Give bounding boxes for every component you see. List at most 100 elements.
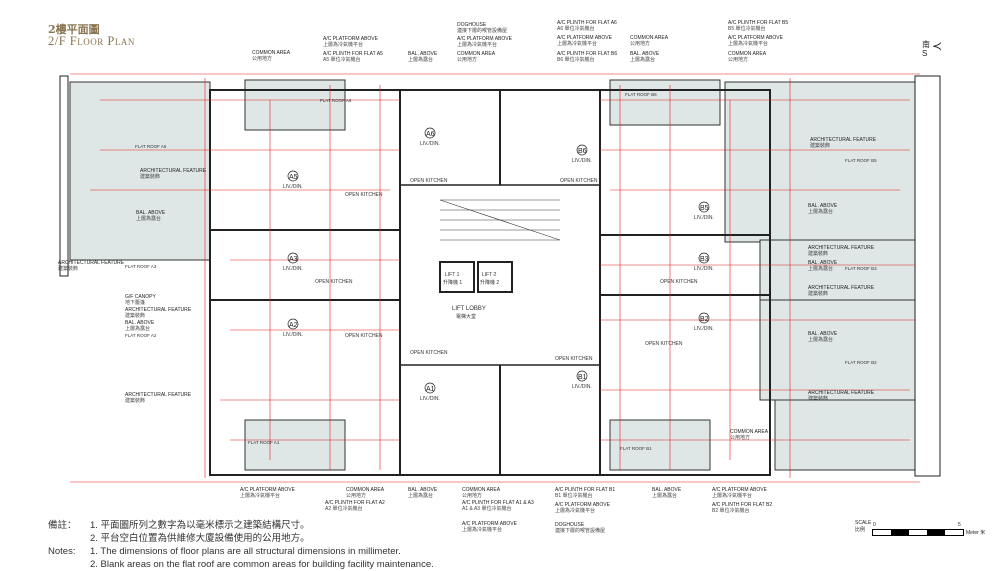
svg-text:電梯大堂: 電梯大堂 [456, 313, 476, 320]
unit-labels: A6 B6 A5 B5 A3 B3 A2 B2 A1 B1 [287, 127, 710, 394]
room-labels: LIV./DIN. LIV./DIN. LIV./DIN. LIV./DIN. … [283, 141, 714, 402]
dimension-lines [70, 73, 920, 483]
flat-roof-labels: FLAT ROOF A6 FLAT ROOF B6 FLAT ROOF A5 F… [125, 92, 877, 451]
svg-text:LIV./DIN.: LIV./DIN. [572, 384, 592, 390]
flat-roofs [69, 79, 916, 471]
svg-text:A2: A2 [289, 322, 298, 329]
svg-text:FLAT ROOF A3: FLAT ROOF A3 [125, 264, 157, 269]
svg-text:A6: A6 [426, 131, 435, 138]
scale: SCALE 比例 [855, 520, 871, 533]
svg-text:OPEN KITCHEN: OPEN KITCHEN [555, 356, 593, 362]
svg-text:FLAT ROOF B2: FLAT ROOF B2 [845, 360, 877, 365]
svg-text:FLAT ROOF A6: FLAT ROOF A6 [320, 98, 352, 103]
unit-A6: A6 [424, 127, 436, 139]
north-cn: 南 [922, 40, 930, 49]
svg-text:LIV./DIN.: LIV./DIN. [694, 266, 714, 272]
svg-text:升降機 2: 升降機 2 [480, 279, 499, 286]
unit-A2: A2 [287, 318, 299, 330]
svg-text:LIFT 2: LIFT 2 [482, 272, 497, 278]
note-cn-2: 2. 平台空白位置為供維修大廈設備使用的公用地方。 [90, 533, 310, 544]
svg-text:LIV./DIN.: LIV./DIN. [420, 396, 440, 402]
staircase [439, 199, 561, 241]
svg-text:FLAT ROOF B6: FLAT ROOF B6 [625, 92, 657, 97]
unit-B2: B2 [698, 312, 710, 324]
svg-text:OPEN KITCHEN: OPEN KITCHEN [410, 350, 448, 356]
scale-bar [872, 529, 964, 536]
unit-B3: B3 [698, 252, 710, 264]
title-en: 2/F Floor Plan [48, 34, 135, 48]
svg-text:B2: B2 [700, 316, 709, 323]
svg-text:LIV./DIN.: LIV./DIN. [283, 332, 303, 338]
arrow-icon: ≺ [932, 39, 943, 53]
unit-A5: A5 [287, 170, 299, 182]
svg-text:A3: A3 [289, 256, 298, 263]
note-en-1: 1. The dimensions of floor plans are all… [90, 546, 401, 557]
svg-text:A5: A5 [289, 174, 298, 181]
svg-text:FLAT ROOF B1: FLAT ROOF B1 [620, 446, 652, 451]
notes-en-label: Notes: [48, 546, 76, 557]
svg-text:OPEN KITCHEN: OPEN KITCHEN [345, 333, 383, 339]
svg-text:LIV./DIN.: LIV./DIN. [420, 141, 440, 147]
scale-label: SCALE [855, 520, 872, 526]
svg-text:B5: B5 [700, 205, 709, 212]
svg-text:OPEN KITCHEN: OPEN KITCHEN [315, 279, 353, 285]
svg-text:OPEN KITCHEN: OPEN KITCHEN [410, 178, 448, 184]
svg-text:FLAT ROOF A1: FLAT ROOF A1 [248, 440, 280, 445]
unit-B1: B1 [576, 370, 588, 382]
svg-text:LIV./DIN.: LIV./DIN. [283, 184, 303, 190]
svg-text:FLAT ROOF A5: FLAT ROOF A5 [135, 144, 167, 149]
svg-text:OPEN KITCHEN: OPEN KITCHEN [560, 178, 598, 184]
scale-unit: Meter 米 [966, 530, 986, 536]
north-en: S [922, 49, 928, 58]
title-cn: 2樓平面圖 [48, 23, 100, 36]
svg-text:OPEN KITCHEN: OPEN KITCHEN [660, 279, 698, 285]
svg-text:FLAT ROOF B5: FLAT ROOF B5 [845, 158, 877, 163]
scale-start: 0 [873, 522, 876, 528]
unit-B6: B6 [576, 144, 588, 156]
scale-label-cn: 比例 [855, 527, 866, 533]
svg-text:LIV./DIN.: LIV./DIN. [694, 326, 714, 332]
svg-text:LIFT 1: LIFT 1 [445, 272, 460, 278]
notes: 備註：1. 平面圖所列之數字為以毫米標示之建築結構尺寸。 2. 平台空白位置為供… [48, 519, 434, 571]
svg-text:OPEN KITCHEN: OPEN KITCHEN [345, 192, 383, 198]
svg-text:B1: B1 [578, 374, 587, 381]
walls [59, 75, 941, 477]
svg-text:LIV./DIN.: LIV./DIN. [572, 158, 592, 164]
svg-text:OPEN KITCHEN: OPEN KITCHEN [645, 341, 683, 347]
unit-A3: A3 [287, 252, 299, 264]
scale-end: 5 [958, 522, 961, 528]
